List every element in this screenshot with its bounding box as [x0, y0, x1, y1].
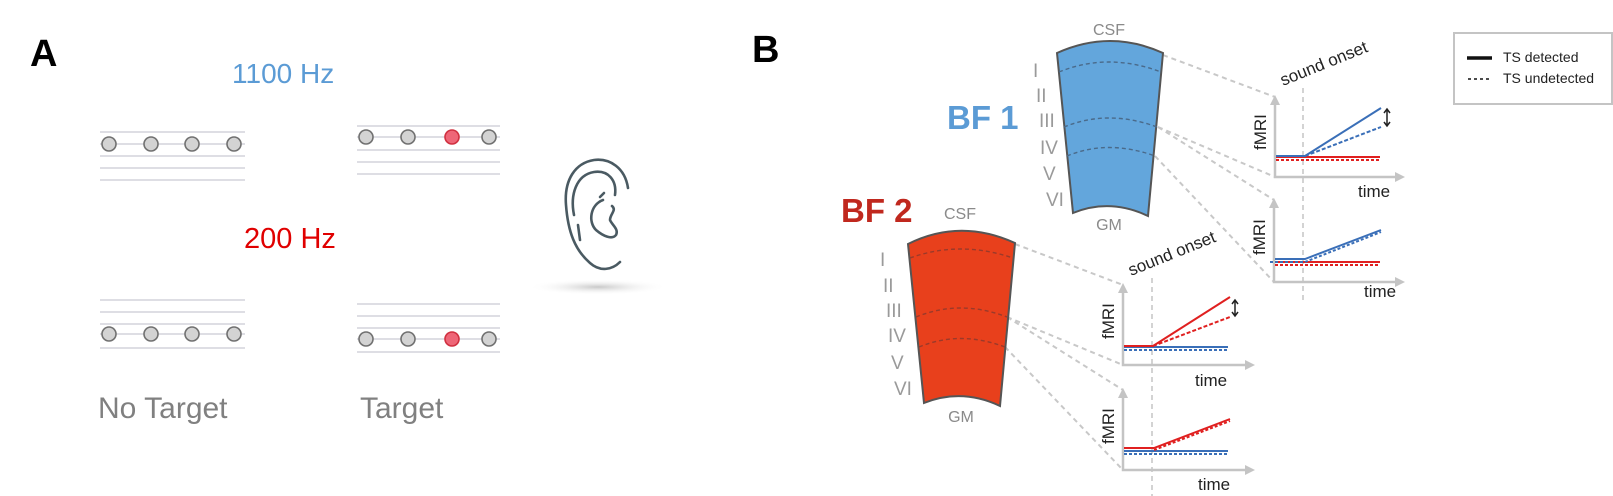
legend: TS detected TS undetected	[1453, 32, 1613, 105]
layer-label: II	[883, 276, 894, 297]
tone-dot	[143, 136, 159, 152]
legend-undetected: TS undetected	[1503, 70, 1594, 86]
sound-onset-label: sound onset	[1277, 37, 1370, 89]
tone-dot	[358, 129, 374, 145]
tone-dot	[226, 326, 242, 342]
panel-a: A 1100 Hz 200 Hz	[30, 33, 668, 425]
y-axis-label: fMRI	[1099, 303, 1118, 339]
connector-lines	[1004, 54, 1276, 471]
bf2-plot-upper: fMRI time	[1099, 283, 1255, 390]
bf1-cortex-column: BF 1 CSF GM I II III IV V VI	[947, 22, 1165, 234]
x-axis-label: time	[1198, 475, 1230, 494]
bf1-title: BF 1	[947, 99, 1019, 136]
bf1-plot-upper: fMRI time	[1251, 95, 1405, 201]
layer-label: IV	[1040, 138, 1058, 159]
staff-target-high	[357, 125, 500, 175]
bf2-title: BF 2	[841, 192, 913, 229]
x-axis-label: time	[1364, 282, 1396, 301]
panel-b-label: B	[752, 29, 779, 71]
tone-dot	[400, 331, 416, 347]
difference-arrow-icon	[1231, 298, 1239, 318]
layer-label: I	[1033, 61, 1038, 82]
y-axis-label: fMRI	[1251, 114, 1270, 150]
panel-a-label: A	[30, 33, 57, 75]
x-axis-label: time	[1358, 182, 1390, 201]
tone-dot	[481, 129, 497, 145]
sound-onset-label: sound onset	[1125, 227, 1218, 279]
bf2-csf-label: CSF	[944, 206, 976, 223]
target-label: Target	[360, 392, 444, 425]
layer-label: V	[1043, 164, 1056, 185]
difference-arrow-icon	[1383, 107, 1391, 128]
layer-label: I	[880, 250, 885, 271]
bf1-plot-lower: fMRI time	[1250, 198, 1405, 301]
bf1-plots: sound onset fMRI time fMRI time	[1250, 37, 1405, 302]
target-tone-dot	[444, 129, 460, 145]
layer-label: V	[891, 353, 904, 374]
layer-label: VI	[894, 379, 912, 400]
bf1-csf-label: CSF	[1093, 22, 1125, 39]
legend-detected: TS detected	[1503, 49, 1579, 65]
y-axis-label: fMRI	[1099, 408, 1118, 444]
tone-dot	[184, 136, 200, 152]
tone-dot	[143, 326, 159, 342]
ts-detected-line	[1276, 107, 1382, 157]
bf2-plot-lower: fMRI time	[1099, 388, 1255, 494]
y-axis-label: fMRI	[1250, 219, 1269, 255]
ear-icon	[528, 158, 668, 295]
tone-dot	[481, 331, 497, 347]
no-target-label: No Target	[98, 392, 228, 425]
target-tone-dot	[444, 331, 460, 347]
tone-dot	[184, 326, 200, 342]
freq-high-label: 1100 Hz	[232, 58, 334, 89]
tone-dot	[358, 331, 374, 347]
x-axis-label: time	[1195, 371, 1227, 390]
staff-no-target-high	[100, 131, 245, 181]
ts-undetected-line	[1304, 126, 1382, 157]
layer-label: III	[886, 301, 902, 322]
layer-label: VI	[1046, 190, 1064, 211]
bf2-gm-label: GM	[948, 409, 974, 426]
freq-low-label: 200 Hz	[244, 223, 336, 255]
tone-dot	[101, 136, 117, 152]
staff-no-target-low	[100, 299, 245, 349]
layer-label: III	[1039, 111, 1055, 132]
layer-label: IV	[888, 326, 906, 347]
bf2-cortex-column: BF 2 CSF GM I II III IV V VI	[841, 192, 1017, 426]
layer-label: II	[1036, 86, 1047, 107]
staff-target-low	[357, 303, 500, 353]
tone-dot	[400, 129, 416, 145]
tone-dot	[226, 136, 242, 152]
tone-dot	[101, 326, 117, 342]
bf1-gm-label: GM	[1096, 217, 1122, 234]
panel-b: B BF 1 CSF GM I II III IV	[752, 22, 1613, 496]
bf2-plots: sound onset fMRI time fMRI time	[1099, 227, 1255, 496]
